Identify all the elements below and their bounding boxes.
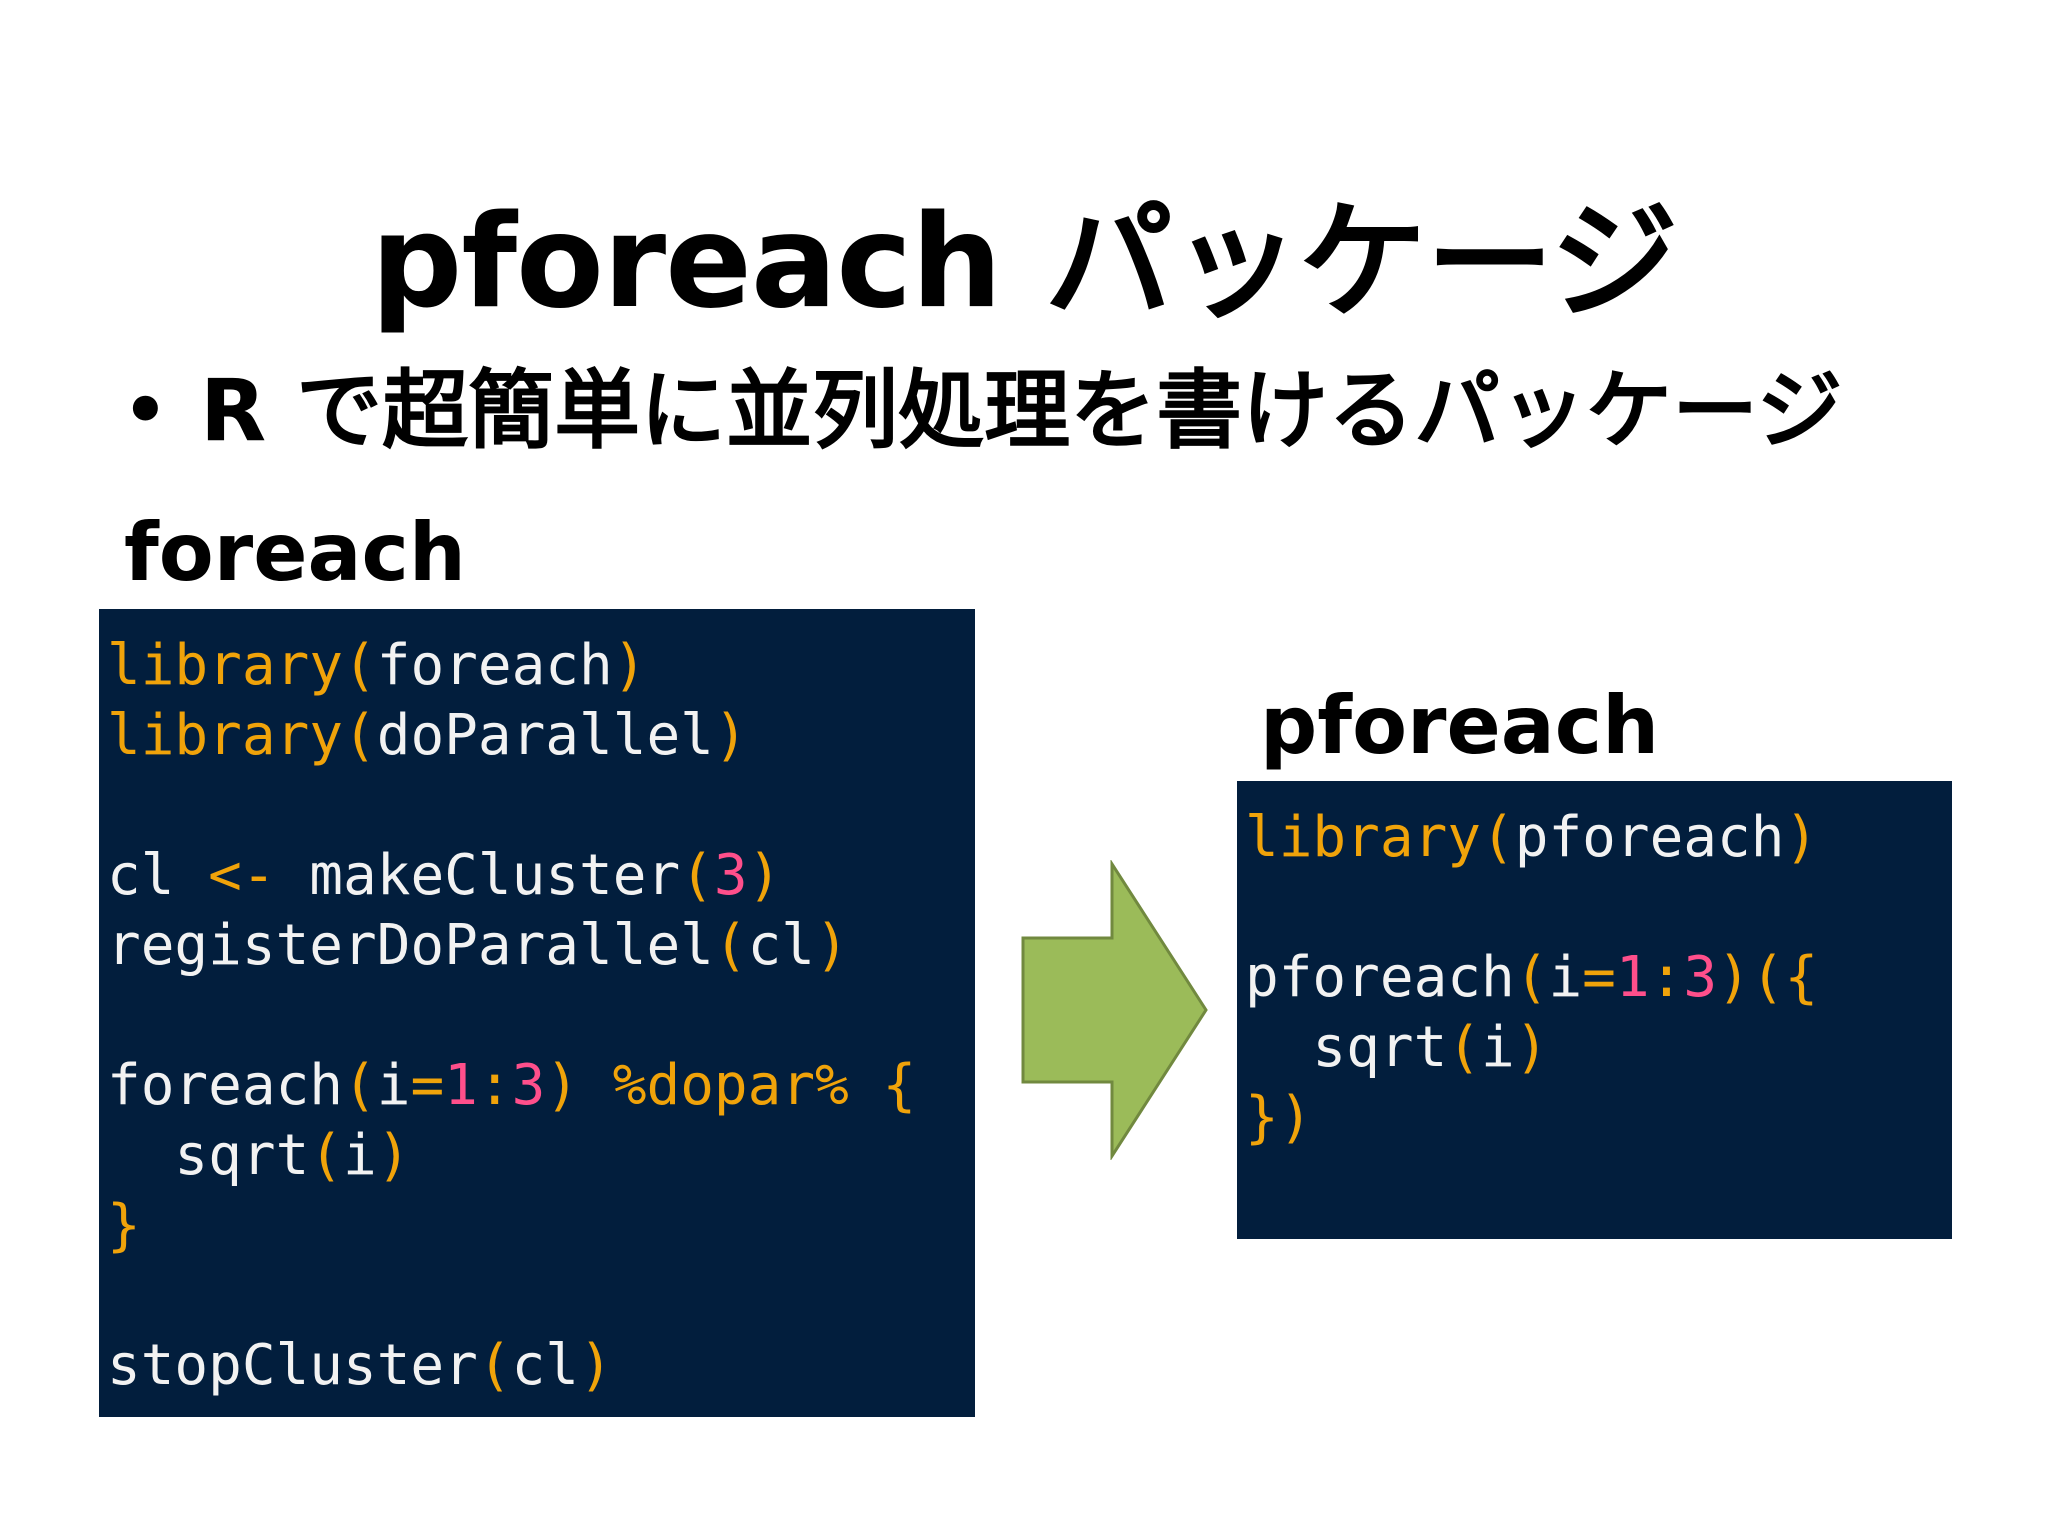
code-token: foreach [376, 633, 613, 698]
code-line: library(foreach) [107, 631, 975, 701]
code-line [107, 981, 975, 1051]
code-token: foreach [107, 1053, 344, 1118]
code-line: cl <- makeCluster(3) [107, 841, 975, 911]
code-token: i [1481, 1015, 1515, 1080]
right-arrow-icon [1021, 860, 1208, 1160]
arrow-shape [1021, 860, 1208, 1160]
code-token: ( [343, 703, 377, 768]
code-token: ) [747, 843, 782, 908]
code-token: sqrt [1245, 1015, 1448, 1080]
code-token: 3 [511, 1053, 546, 1118]
code-line: library(pforeach) [1245, 803, 1952, 873]
code-token: i [1548, 945, 1583, 1010]
code-token: 3 [713, 843, 748, 908]
code-line: sqrt(i) [1245, 1013, 1952, 1083]
code-token: stopCluster [107, 1333, 478, 1398]
code-token: <- [208, 843, 276, 908]
code-line: registerDoParallel(cl) [107, 911, 975, 981]
code-token: i [376, 1053, 411, 1118]
code-token: ) [612, 633, 647, 698]
code-token: ) [579, 1333, 613, 1398]
code-token: ( [343, 1053, 377, 1118]
code-token: makeCluster [275, 843, 681, 908]
code-token: ( [713, 913, 748, 978]
code-line: }) [1245, 1083, 1952, 1153]
code-token: 3 [1683, 945, 1718, 1010]
code-token: : [1649, 945, 1684, 1010]
code-token: = [1582, 945, 1616, 1010]
code-token: registerDoParallel [107, 913, 714, 978]
bullet-text: R で超簡単に並列処理を書けるパッケージ [200, 361, 1843, 461]
code-token: ( [1481, 805, 1515, 870]
pforeach-label: pforeach [1260, 679, 1660, 772]
code-line: } [107, 1191, 975, 1261]
code-token: ( [1447, 1015, 1482, 1080]
code-token: library [1245, 805, 1482, 870]
code-token: cl [107, 843, 209, 908]
bullet-dot: • [120, 361, 171, 461]
bullet-item: • R で超簡単に並列処理を書けるパッケージ [120, 360, 1842, 463]
code-line: library(doParallel) [107, 701, 975, 771]
code-token: i [343, 1123, 377, 1188]
code-line: pforeach(i=1:3)({ [1245, 943, 1952, 1013]
foreach-label: foreach [124, 506, 466, 599]
foreach-code-block: library(foreach)library(doParallel) cl <… [99, 609, 975, 1417]
code-line [1245, 873, 1952, 943]
code-token: }) [1245, 1085, 1313, 1150]
code-token: ) [815, 913, 849, 978]
code-token: doParallel [376, 703, 714, 768]
code-token: ) [376, 1123, 411, 1188]
code-line: sqrt(i) [107, 1121, 975, 1191]
code-token: library [107, 703, 344, 768]
code-token: ( [680, 843, 714, 908]
code-token: pforeach [1245, 945, 1515, 1010]
code-token: library [107, 633, 344, 698]
code-token: ( [477, 1333, 512, 1398]
code-token: ( [309, 1123, 344, 1188]
code-token: ( [343, 633, 377, 698]
code-token: 1 [1615, 945, 1650, 1010]
code-token: 1 [444, 1053, 478, 1118]
code-token: ) [713, 703, 748, 768]
code-line: foreach(i=1:3) %dopar% { [107, 1051, 975, 1121]
code-token: : [477, 1053, 512, 1118]
slide-title: pforeach パッケージ [370, 187, 1679, 337]
code-token: ) [1784, 805, 1819, 870]
code-line [107, 1261, 975, 1331]
code-token: = [410, 1053, 445, 1118]
code-token: } [107, 1193, 141, 1258]
code-token: ( [1514, 945, 1549, 1010]
code-token: )({ [1717, 945, 1819, 1010]
code-token: ) [1514, 1015, 1549, 1080]
code-token: ) %dopar% { [545, 1053, 917, 1118]
code-line: stopCluster(cl) [107, 1331, 975, 1401]
pforeach-code-block: library(pforeach) pforeach(i=1:3)({ sqrt… [1237, 781, 1952, 1239]
code-line [107, 771, 975, 841]
code-token: cl [511, 1333, 580, 1398]
code-token: pforeach [1514, 805, 1785, 870]
code-token: cl [747, 913, 816, 978]
code-token: sqrt [107, 1123, 310, 1188]
